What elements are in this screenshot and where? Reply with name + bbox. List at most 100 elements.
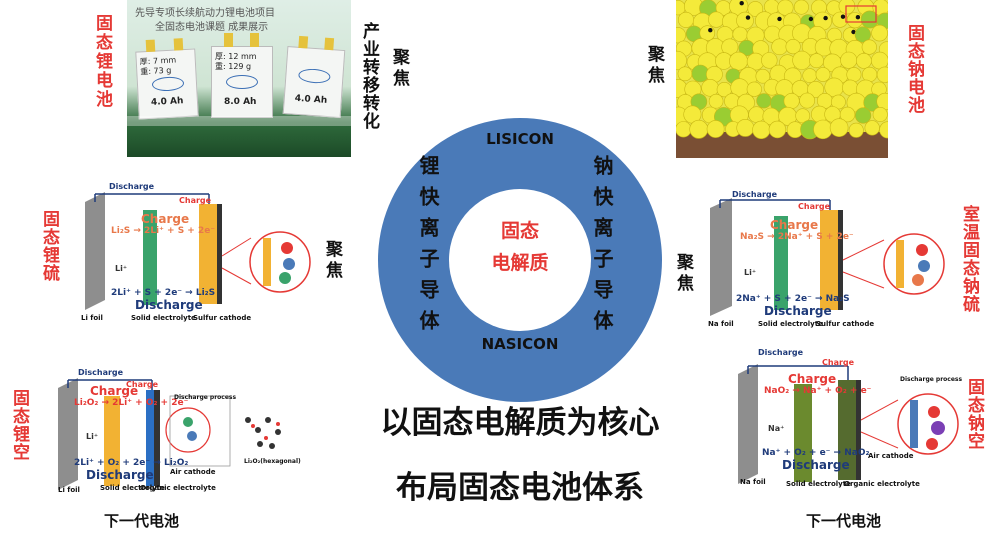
microstructure-particle [807,81,825,98]
microstructure-particle [846,12,863,29]
microstructure-particle [793,0,809,15]
li-s-charge-big: Charge [141,212,190,226]
microstructure-particle [676,27,686,44]
label-next-gen-right: 下一代电池 [806,512,882,530]
li-air-illustration [58,378,281,490]
label-focus-mid-right: 聚焦 [673,253,693,295]
cell-2-tab-a [224,33,233,47]
na-air-ion: Na⁺ [768,424,785,433]
na-air-organic: Organic electrolyte [844,480,920,488]
na-air-charge-eq: NaO₂ → Na⁺ + O₂ + e⁻ [764,386,872,396]
microstructure-particle [771,38,788,56]
cell-2-spec2: 重: 129 g [215,62,252,71]
label-industrialization: 产业转移转化 [359,22,379,130]
microstructure-particle [864,120,880,136]
pouch-cell-1: 厚: 7 mm 重: 73 g 4.0 Ah [135,38,199,120]
microstructure-particle [783,93,800,110]
na-air-diagram: Discharge Charge Charge NaO₂ → Na⁺ + O₂ … [728,344,962,502]
microstructure-particle [876,66,888,83]
microstructure-particle [813,119,833,140]
microstructure-dot [823,15,828,21]
microstructure-particle [839,106,856,123]
microstructure-particle [756,93,772,109]
microstructure-particle [855,107,872,124]
li-air-charge-big: Charge [90,384,139,398]
li-s-discharge-big: Discharge [135,298,203,312]
li-air-organic: Organic electrolyte [140,484,216,492]
microstructure-particle [677,66,693,82]
na-s-charge-eq: Na₂S → 2Na⁺ + S + 2e⁻ [740,232,854,242]
cell-stand [127,116,351,126]
microstructure-particle [755,68,771,84]
na-s-charge-big: Charge [770,218,819,232]
microstructure-particle [777,0,794,16]
microstructure-particle [809,53,824,69]
li-s-charge-eq: Li₂S → 2Li⁺ + S + 2e⁻ [111,226,216,236]
microstructure-dot [851,29,856,35]
microstructure-particle [815,67,831,82]
na-air-discharge-small: Discharge [758,348,804,357]
li-air-cathode: Air cathode [170,468,216,476]
na-s-illustration [710,198,945,316]
na-s-discharge-small: Discharge [732,190,778,199]
headline-line2: 布局固态电池体系 [396,470,644,506]
microstructure-particle [871,24,888,42]
microstructure-dot [739,1,744,6]
cell-2-capacity: 8.0 Ah [224,97,257,107]
microstructure-particle [832,11,849,28]
li-air-discharge-eq: 2Li⁺ + O₂ + 2e⁻ → Li₂O₂ [74,458,189,468]
pouch-cell-photo: 先导专项长续航动力锂电池项目 全固态电池课题 成果展示 厚: 7 mm 重: 7… [127,0,351,157]
cell-1-logo [151,76,185,92]
cell-1-tab-a [145,39,156,53]
microstructure-particle [861,39,877,55]
na-s-anode: Na foil [708,320,734,328]
li-air-process: Discharge process [174,394,237,401]
li-s-diagram: Discharge Charge Charge Li₂S → 2Li⁺ + S … [75,180,315,325]
na-s-discharge-eq: 2Na⁺ + S + 2e⁻ → Na₂S [736,294,850,304]
microstructure-particle [678,11,694,28]
microstructure-particle [871,51,888,70]
pouch-cell-3: 4.0 Ah [282,35,346,118]
na-s-diagram: Discharge Charge Charge Na₂S → 2Na⁺ + S … [702,182,948,332]
microstructure-particle [840,51,858,69]
microstructure-particle [748,106,765,123]
na-s-discharge-big: Discharge [764,304,832,318]
microstructure-particle [746,81,762,97]
na-s-cathode: Sulfur cathode [816,320,875,328]
microstructure-particle [729,51,748,71]
microstructure-particle [701,79,719,97]
microstructure-particle [802,68,817,83]
label-next-gen-left: 下一代电池 [104,512,180,530]
headline-line1: 以固态电解质为核心 [380,405,660,441]
microstructure-particle [736,119,755,137]
li-air-anode: Li foil [58,486,80,494]
li-air-ion: Li⁺ [86,432,99,441]
microstructure-dot [777,16,782,22]
microstructure-particle [879,121,888,139]
label-focus-top-right: 聚焦 [644,45,664,87]
ring-label-li-conductor: 锂快离子导体 [416,155,440,341]
microstructure-dot [855,15,861,20]
label-li-s: 固态锂硫 [39,210,59,282]
cell-1-tab-b [173,38,184,51]
microstructure-particle [799,92,816,109]
microstructure-particle [676,50,687,71]
cell-1-spec2: 重: 73 g [140,65,172,77]
li-air-charge-eq: Li₂O₂ → 2Li⁺ + O₂ + 2e⁻ [74,398,189,408]
ring-label-lisicon: LISICON [486,130,554,148]
cell-3-tab-b [324,37,335,51]
photo-banner-line2: 全固态电池课题 成果展示 [155,22,269,33]
cell-1-capacity: 4.0 Ah [150,96,184,108]
li-s-ion: Li⁺ [115,264,128,273]
microstructure-particle [862,66,878,83]
microstructure-particle [829,118,849,137]
microstructure-particle [795,108,811,124]
microstructure-particle [747,1,764,17]
label-na-solid-battery: 固态钠电池 [904,24,924,114]
cell-2-tab-b [250,33,259,47]
li-air-charge-small: Charge [126,380,159,389]
microstructure-particle [708,93,724,109]
microstructure-particle [768,120,787,139]
microstructure-particle [706,120,725,138]
microstructure-dot [840,14,846,19]
